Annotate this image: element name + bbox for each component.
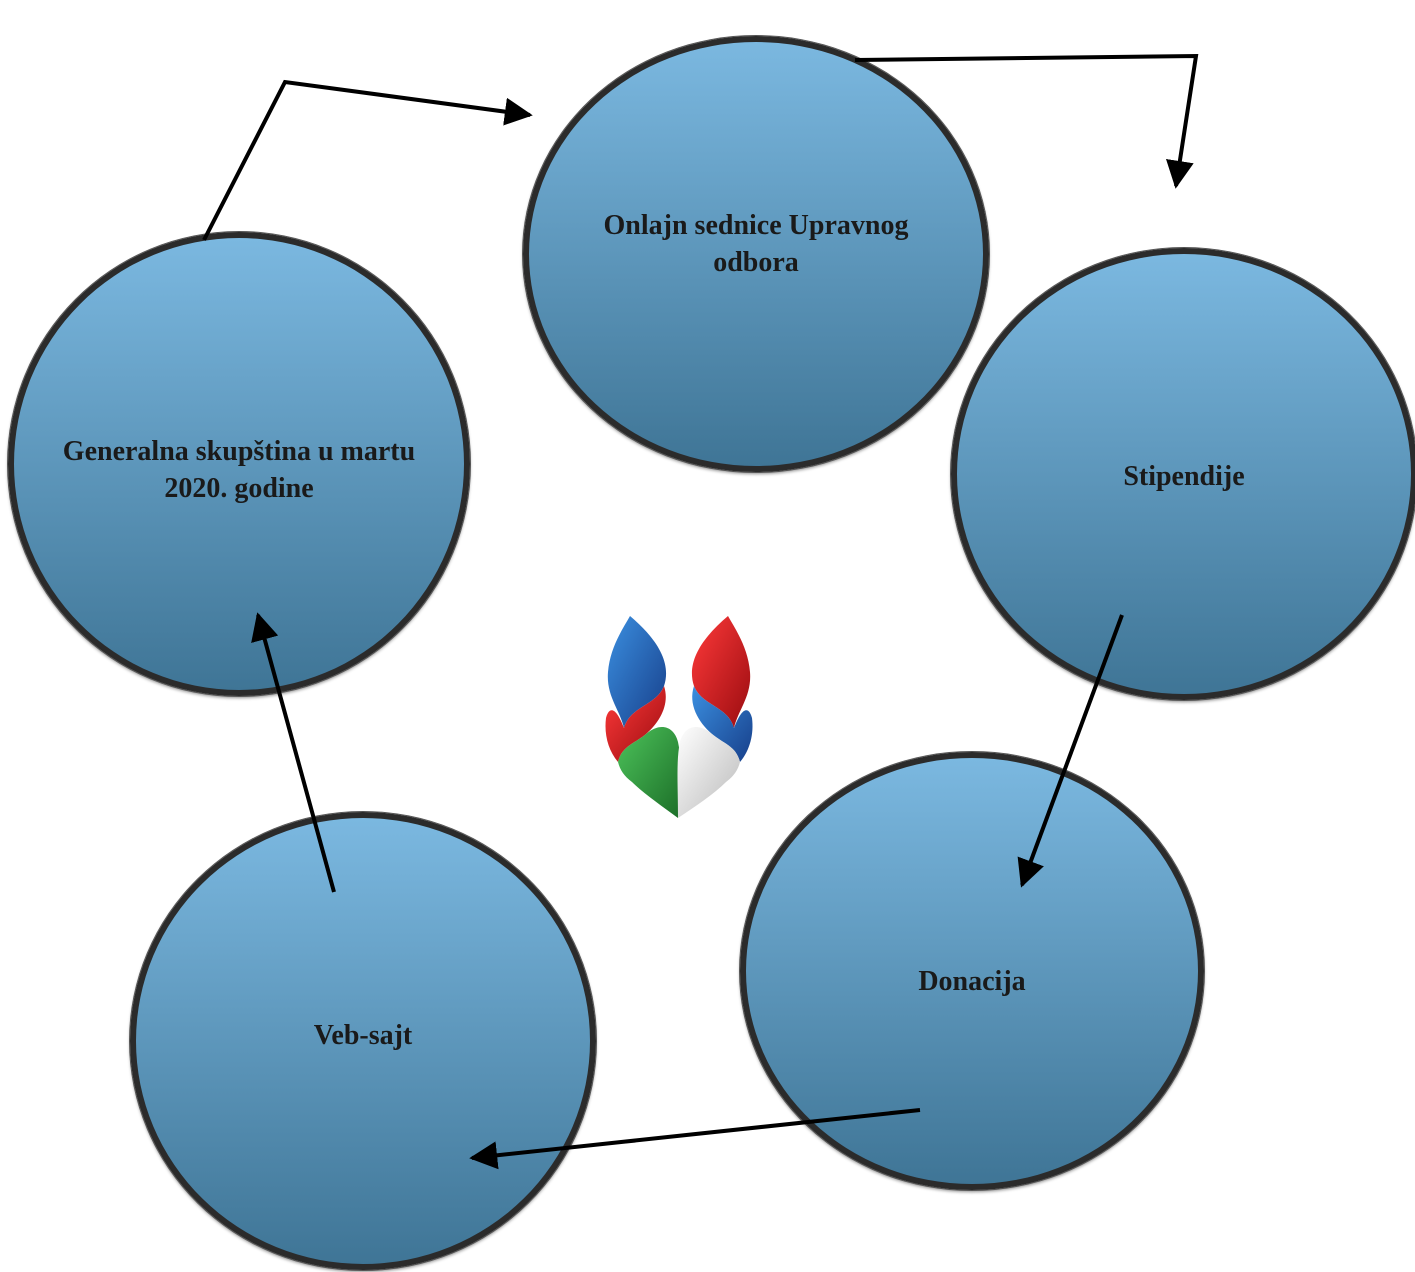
- node-label-generalna-skupstina: Generalna skupština u martu 2020. godine: [62, 436, 416, 504]
- node-stipendije: Stipendije: [951, 248, 1415, 700]
- node-label-stipendije: Stipendije: [1123, 460, 1245, 492]
- node-onlajn-sednice: Onlajn sednice Upravnog odbora: [523, 36, 989, 472]
- node-label-onlajn-sednice: Onlajn sednice Upravnog odbora: [603, 210, 909, 278]
- node-donacija: Donacija: [740, 752, 1204, 1190]
- flame-logo-icon: [605, 616, 753, 818]
- node-label-donacija: Donacija: [918, 965, 1026, 997]
- node-label-veb-sajt: Veb-sajt: [313, 1019, 413, 1051]
- node-generalna-skupstina: Generalna skupština u martu 2020. godine: [8, 232, 470, 696]
- node-veb-sajt: Veb-sajt: [130, 812, 596, 1270]
- arrow-generalna-to-top: [202, 79, 533, 241]
